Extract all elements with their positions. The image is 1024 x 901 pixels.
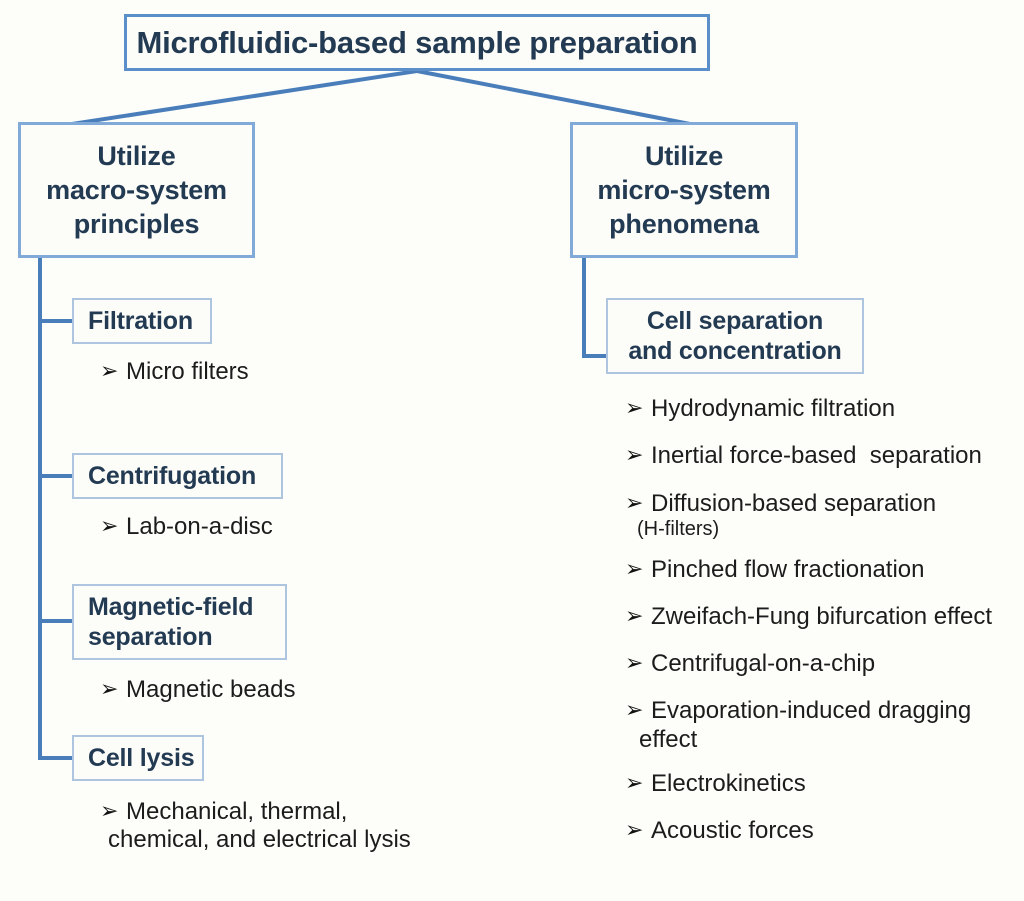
node-micro-label-line1: Utilize [644, 140, 724, 171]
arrow-bullet-icon: ➢ [625, 770, 644, 796]
node-filtration[interactable]: Filtration [72, 298, 212, 344]
arrow-bullet-icon: ➢ [625, 489, 644, 515]
edge-title-to-macro [71, 69, 418, 126]
list-item-line2: effect [639, 725, 698, 753]
bullet-list-cell-lysis: ➢Mechanical, thermal,chemical, and elect… [100, 798, 500, 855]
node-micro-label-line3: phenomena [609, 209, 759, 240]
arrow-bullet-icon: ➢ [625, 650, 644, 676]
node-cellsep-label-line2: and concentration [628, 337, 842, 365]
list-item: ➢Mechanical, thermal,chemical, and elect… [100, 798, 500, 855]
arrow-bullet-icon: ➢ [625, 817, 644, 843]
arrow-bullet-icon: ➢ [100, 676, 119, 701]
bullet-list-filtration: ➢ Micro filters [100, 358, 430, 386]
list-item-line1: Evaporation-induced dragging [651, 697, 972, 725]
list-item: ➢ Lab-on-a-disc [100, 513, 430, 541]
node-macro-label-stack: Utilize macro-system principles [46, 139, 227, 242]
list-item: ➢ Pinched flow fractionation [625, 556, 1024, 584]
edge-title-to-micro [416, 69, 691, 126]
arrow-bullet-icon: ➢ [100, 358, 119, 383]
bullet-list-centrifugation: ➢ Lab-on-a-disc [100, 513, 430, 541]
list-item: ➢ Magnetic beads [100, 676, 430, 704]
node-macro-label-line3: principles [73, 209, 200, 240]
node-utilize-macro-system-principles[interactable]: Utilize macro-system principles [18, 122, 255, 258]
node-magnetic-field-separation[interactable]: Magnetic-field separation [72, 584, 287, 660]
list-item-line2: chemical, and electrical lysis [108, 826, 411, 854]
list-item-text: Micro filters [126, 358, 249, 385]
node-macro-label-line2: macro-system [46, 174, 227, 205]
list-item: ➢ Zweifach-Fung bifurcation effect [625, 603, 1024, 631]
node-magnetic-label-line2: separation [88, 623, 213, 651]
list-item-text: Lab-on-a-disc [126, 513, 273, 540]
list-item-line1: Mechanical, thermal, [126, 798, 348, 825]
node-cell-lysis[interactable]: Cell lysis [72, 735, 204, 781]
node-title-box[interactable]: Microfluidic-based sample preparation [124, 14, 710, 71]
list-item: ➢ Electrokinetics [625, 770, 1024, 798]
arrow-bullet-icon: ➢ [100, 513, 119, 538]
node-magnetic-label-line1: Magnetic-field [88, 592, 254, 621]
node-centrifugation[interactable]: Centrifugation [72, 453, 283, 499]
bullet-list-cell-separation: ➢ Hydrodynamic filtration ➢ Inertial force… [625, 395, 1024, 846]
node-title-label: Microfluidic-based sample preparation [136, 24, 698, 60]
node-cellsep-label-stack: Cell separation and concentration [628, 306, 841, 367]
list-item-text: Pinched flow fractionation [651, 555, 925, 583]
list-item: ➢ Acoustic forces [625, 817, 1024, 845]
node-macro-label-line1: Utilize [97, 140, 176, 171]
bullet-list-magnetic-field-separation: ➢ Magnetic beads [100, 676, 430, 704]
list-item: ➢ Micro filters [100, 358, 430, 386]
list-item-text: Inertial force-based separation [651, 442, 982, 470]
list-item-text: Magnetic beads [126, 676, 296, 703]
list-item-text: Electrokinetics [651, 770, 806, 798]
list-item-line1: Diffusion-based separation [651, 489, 937, 517]
node-cell-separation-and-concentration[interactable]: Cell separation and concentration [606, 298, 864, 374]
arrow-bullet-icon: ➢ [625, 602, 644, 628]
list-item-subline: (H-filters) [637, 517, 720, 540]
node-magnetic-label-stack: Magnetic-field separation [88, 592, 253, 653]
node-micro-label-stack: Utilize micro-system phenomena [597, 139, 770, 242]
list-item-text: Acoustic forces [651, 817, 814, 845]
list-item-text: Zweifach-Fung bifurcation effect [651, 602, 993, 630]
list-item-text: Diffusion-based separation(H-filters) [637, 489, 937, 542]
node-cell-lysis-label: Cell lysis [88, 743, 195, 772]
node-filtration-label: Filtration [88, 306, 193, 335]
node-utilize-micro-system-phenomena[interactable]: Utilize micro-system phenomena [570, 122, 798, 258]
node-micro-label-line2: micro-system [597, 174, 771, 205]
list-item-text: Mechanical, thermal,chemical, and electr… [108, 798, 411, 855]
list-item-text: Hydrodynamic filtration [651, 395, 896, 422]
arrow-bullet-icon: ➢ [100, 798, 119, 823]
list-item: ➢ Centrifugal-on-a-chip [625, 650, 1024, 678]
node-centrifugation-label: Centrifugation [88, 461, 257, 490]
arrow-bullet-icon: ➢ [625, 555, 644, 581]
arrow-bullet-icon: ➢ [625, 395, 644, 420]
list-item-text: Centrifugal-on-a-chip [651, 650, 876, 678]
list-item: ➢ Inertial force-based separation [625, 442, 1024, 470]
list-item: ➢ Hydrodynamic filtration [625, 395, 1024, 423]
list-item: ➢Diffusion-based separation(H-filters) [625, 490, 1024, 542]
arrow-bullet-icon: ➢ [625, 442, 644, 468]
node-cellsep-label-line1: Cell separation [646, 306, 824, 335]
arrow-bullet-icon: ➢ [625, 697, 644, 723]
